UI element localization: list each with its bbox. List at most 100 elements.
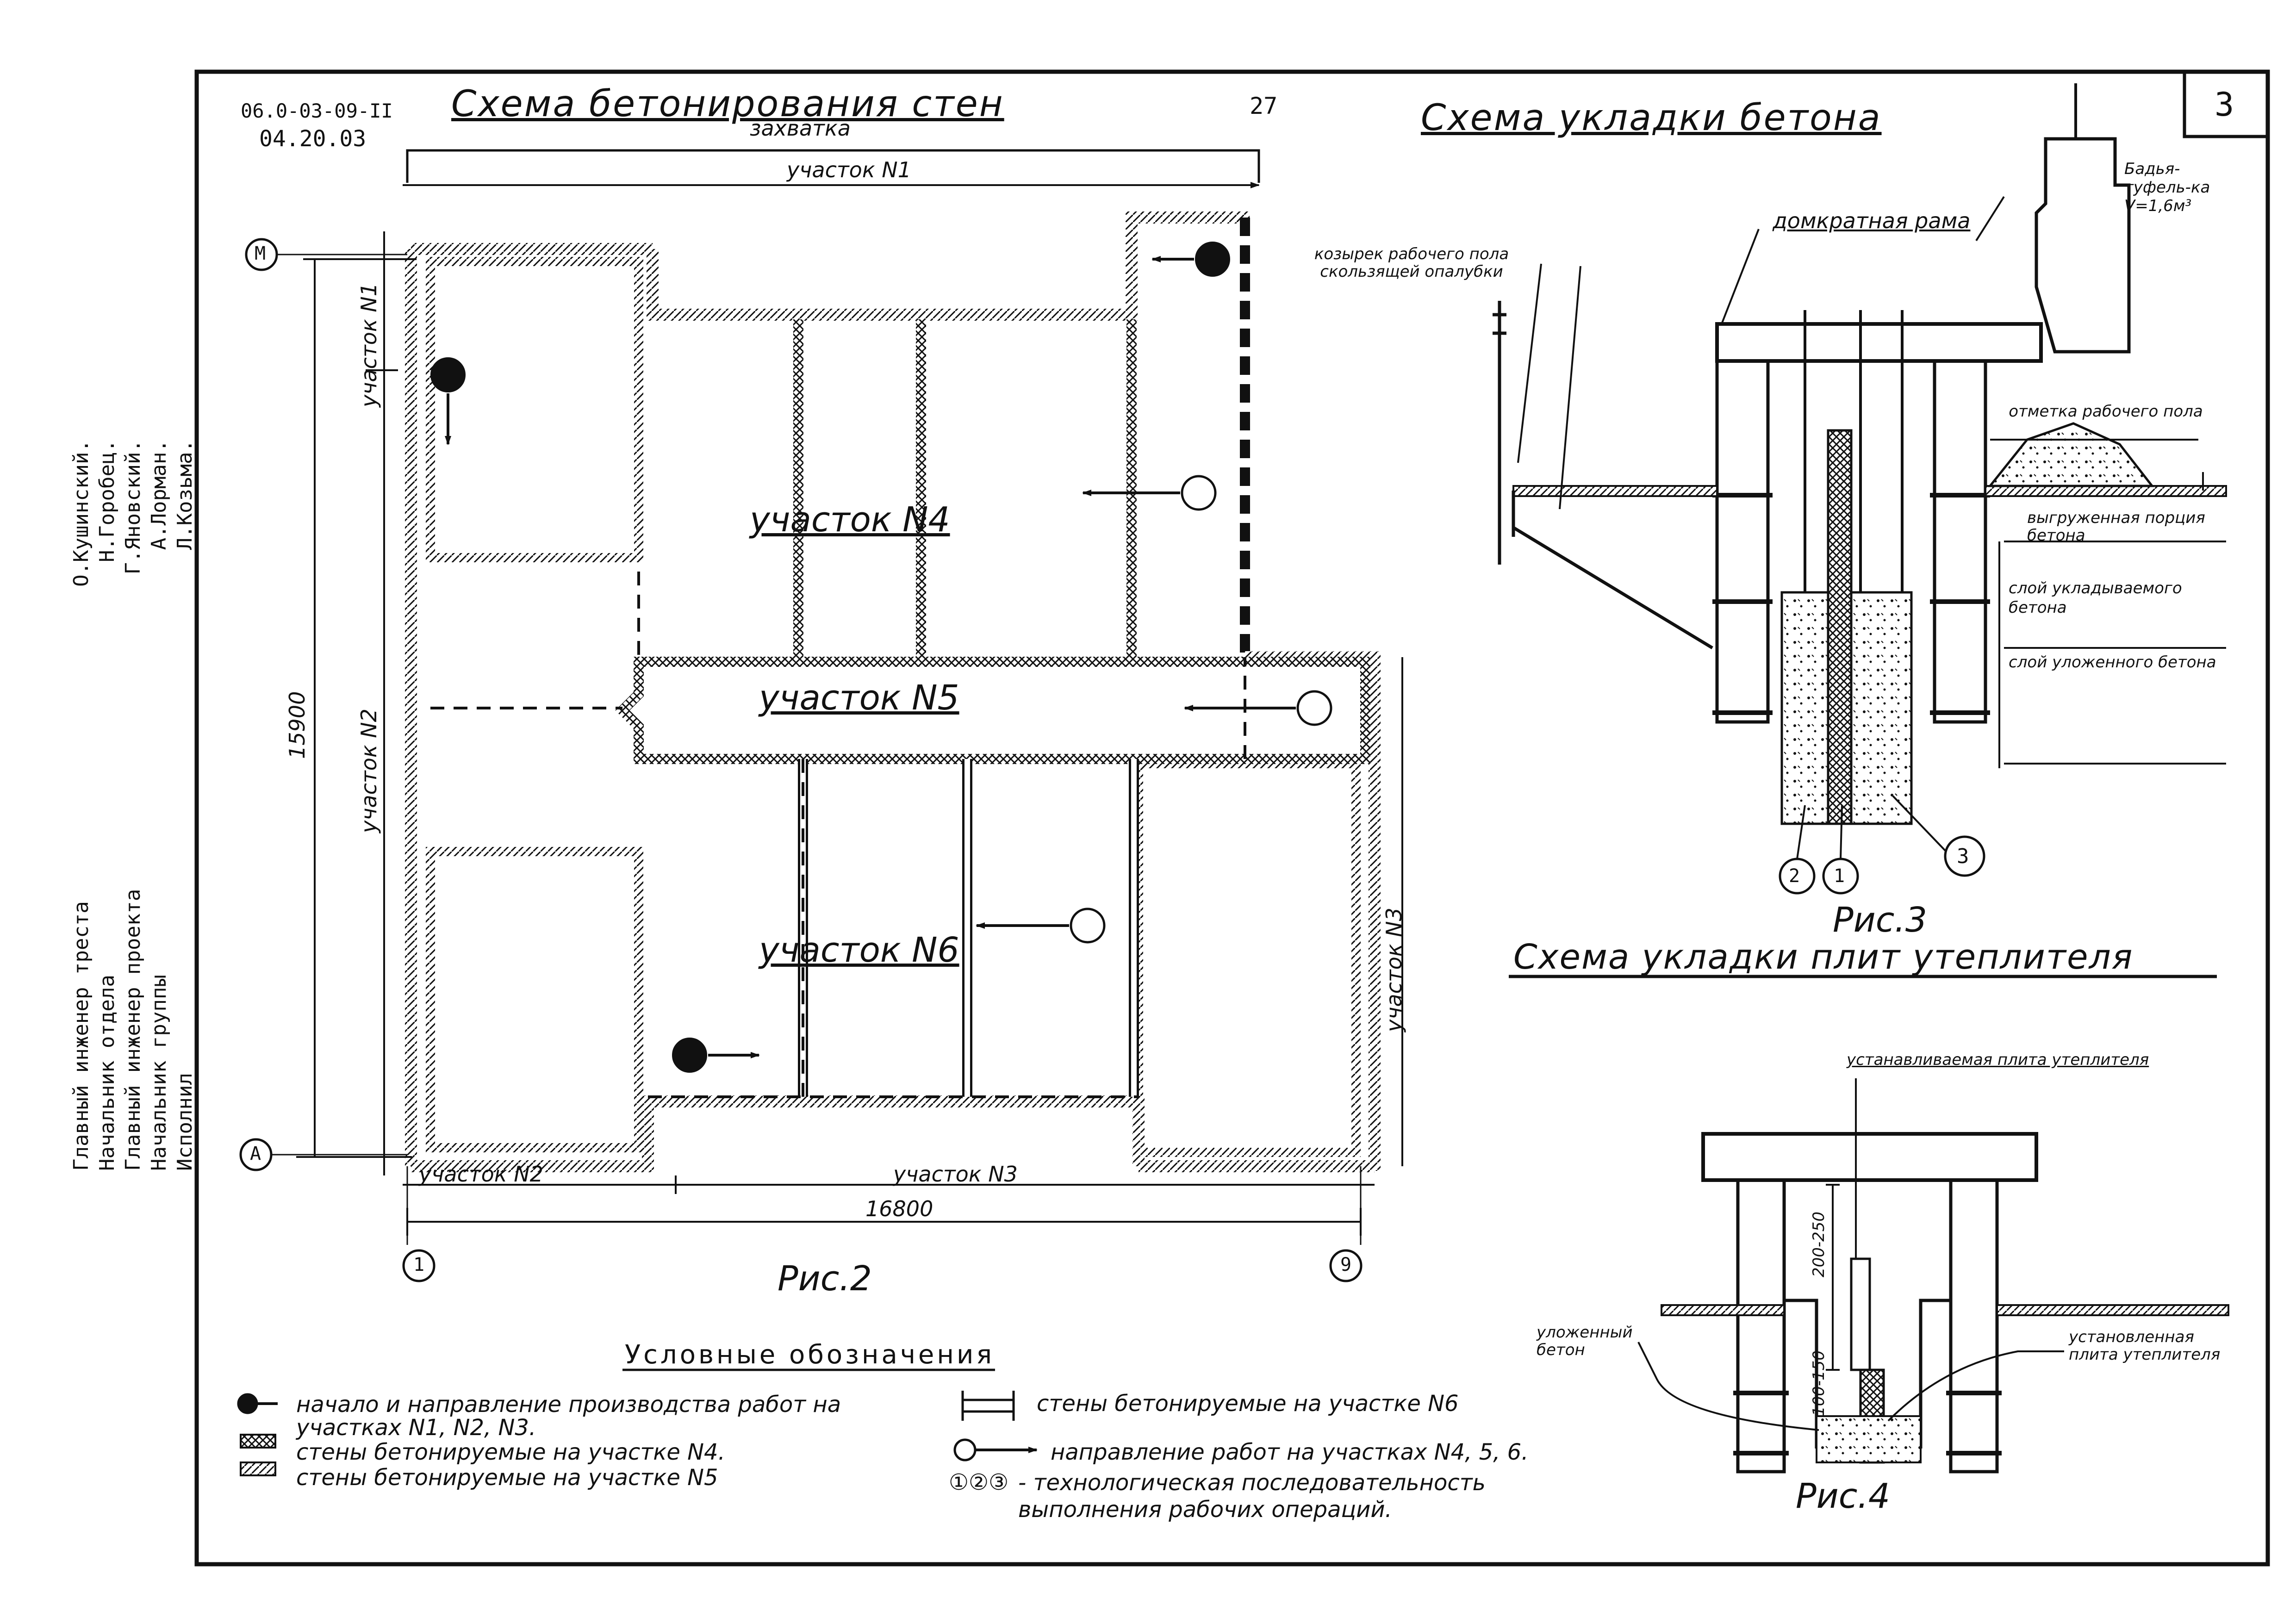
visor-post xyxy=(1493,301,1506,565)
figure-3-caption: Рис.3 xyxy=(1833,900,1928,940)
legend-hatch-s4 xyxy=(240,1434,276,1449)
fig4-column-bands xyxy=(1733,1391,2002,1455)
signature-row: Начальник отдела Н.Горобец. xyxy=(95,440,121,1171)
start-marker-section-3 xyxy=(672,1038,760,1073)
working-floor-right xyxy=(1985,485,2227,497)
callout-2-label: 2 xyxy=(1789,865,1800,887)
doc-date: 04.20.03 xyxy=(259,126,367,152)
outer-wall-top-mid xyxy=(647,211,1250,321)
fig4-column-right xyxy=(1949,1178,1999,1474)
room-bottom-right xyxy=(1134,759,1361,1157)
section-1-side-label: участок N1 xyxy=(356,283,381,407)
legend-open-wall xyxy=(961,1391,1015,1421)
signature-name: О.Кушинский. xyxy=(69,440,93,587)
fig4-jack-beam xyxy=(1701,1132,2038,1182)
visor-brace xyxy=(1512,491,1713,649)
concrete-layer xyxy=(1780,591,1829,825)
installing-plate-label: устанавливаемая плита утеплителя xyxy=(1847,1051,2149,1069)
fig4-floor-right xyxy=(1996,1304,2229,1316)
working-floor-left xyxy=(1512,485,1718,497)
section-3-side-label: участок N3 xyxy=(1381,908,1406,1032)
title-concrete-placement: Схема укладки бетона xyxy=(1421,97,1882,139)
legend-item-section-6: стены бетонируемые на участке N6 xyxy=(1037,1391,1459,1417)
dim-200-250: 200-250 xyxy=(1810,1211,1828,1277)
laid-concrete-label: уложенный бетон xyxy=(1537,1323,1633,1359)
leaders-fig3 xyxy=(1517,196,2005,510)
zakhvatka-label: захватка xyxy=(750,116,851,141)
fig4-dims xyxy=(1826,1184,1840,1417)
level-lines xyxy=(1998,541,2226,768)
axis-9-bubble xyxy=(1329,1249,1363,1282)
section-6-label: участок N6 xyxy=(759,930,959,970)
start-marker-section-2 xyxy=(430,357,466,445)
insulation-layer xyxy=(1827,429,1853,825)
legend-title: Условные обозначения xyxy=(625,1340,995,1370)
floor-mark-line xyxy=(1990,439,2204,491)
dim-15900: 15900 xyxy=(285,691,310,759)
section-5-label: участок N5 xyxy=(759,678,959,718)
legend-item-section-5: стены бетонируемые на участке N5 xyxy=(296,1465,718,1491)
jack-column-right xyxy=(1933,359,1987,724)
legend-item-sequence: - технологическая последовательность вып… xyxy=(1018,1470,1486,1523)
callout-leaders xyxy=(1796,795,1947,859)
direction-marker-section-5 xyxy=(1184,690,1332,726)
corridor-section-5 xyxy=(615,657,1370,764)
fig4-installing-plate xyxy=(1850,1257,1871,1371)
concrete-bucket xyxy=(2035,137,2131,354)
installed-plate-label: установленная плита утеплителя xyxy=(2069,1328,2221,1364)
figure-4-caption: Рис.4 xyxy=(1796,1476,1891,1516)
section-4-label: участок N4 xyxy=(750,500,950,540)
laying-layer-label: слой укладываемого бетона xyxy=(2009,579,2182,617)
bucket-label: Бадья-туфель-ка V=1,6м³ xyxy=(2124,160,2210,215)
signature-role: Начальник отдела xyxy=(95,975,119,1171)
signature-role: Начальник группы xyxy=(147,975,171,1171)
fig4-column-left xyxy=(1736,1178,1786,1474)
legend-item-direction: направление работ на участках N4, 5, 6. xyxy=(1051,1439,1529,1465)
sheet-frame xyxy=(194,69,2270,1567)
jack-frame-beam xyxy=(1715,322,2043,363)
sheet-number: 3 xyxy=(2215,86,2234,124)
signature-name: Г.Яновский. xyxy=(121,440,145,575)
page-number: 27 xyxy=(1250,93,1278,119)
direction-marker-section-6 xyxy=(976,908,1106,944)
figure-2-caption: Рис.2 xyxy=(778,1259,872,1299)
axis-1-bubble xyxy=(402,1249,436,1282)
axis-9-label: 9 xyxy=(1340,1254,1352,1275)
axis-M-label: М xyxy=(255,243,266,264)
crane-hook xyxy=(2066,83,2085,140)
legend-seq-symbols: ①②③ xyxy=(949,1469,1009,1495)
legend-start-marker xyxy=(237,1393,278,1414)
section-boundary-dashes xyxy=(430,572,1246,1101)
signature-name: Л.Козьма. xyxy=(173,440,197,550)
section-2-side-label: участок N2 xyxy=(356,709,381,833)
axis-A-label: А xyxy=(250,1143,261,1164)
fig4-floor-left xyxy=(1661,1304,1785,1316)
column-bands xyxy=(1712,493,1990,715)
dim-side-lines xyxy=(366,231,398,1175)
legend-symbols xyxy=(237,1368,1038,1476)
axis-lines xyxy=(406,1166,1362,1245)
concrete-placement-section xyxy=(1493,83,2227,895)
dim-bottom-sections xyxy=(403,1175,1375,1194)
unloaded-concrete-label: выгруженная порция бетона xyxy=(2027,509,2205,545)
insulation-scheme-title: Схема укладки плит утеплителя xyxy=(1513,937,2134,977)
fig4-leaders xyxy=(1637,1078,2064,1431)
sheet-number-box xyxy=(2183,70,2270,138)
title-walls-scheme: Схема бетонирования стен xyxy=(451,83,1004,125)
callout-1-label: 1 xyxy=(1834,865,1845,887)
direction-marker-section-4 xyxy=(1082,475,1217,511)
dim-100-150: 100-150 xyxy=(1810,1350,1828,1416)
visor-label: козырек рабочего пола скользящей опалубк… xyxy=(1314,245,1509,281)
legend-hatch-s5 xyxy=(240,1461,276,1476)
section-3-bottom-label: участок N3 xyxy=(893,1162,1018,1187)
signature-name: Н.Горобец. xyxy=(95,440,119,562)
section-1-label: участок N1 xyxy=(787,157,911,182)
legend-item-section-4: стены бетонируемые на участке N4. xyxy=(296,1439,725,1465)
start-marker-section-1 xyxy=(1151,242,1230,277)
floor-plan xyxy=(239,149,1403,1282)
fig4-laid-concrete xyxy=(1816,1415,1922,1463)
